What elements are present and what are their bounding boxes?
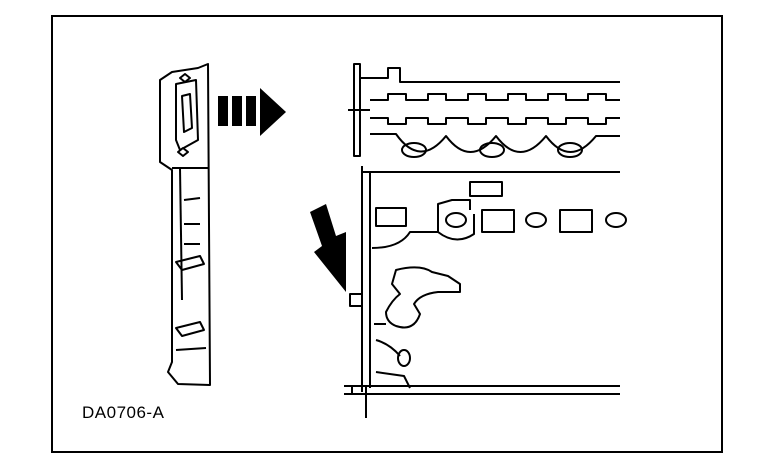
figure-frame [51, 15, 723, 453]
gasket-part [159, 63, 211, 386]
direction-arrow [218, 88, 286, 136]
engine-block [344, 63, 627, 418]
pointer-arrow [310, 204, 346, 292]
reference-code-label: DA0706-A [82, 403, 165, 422]
